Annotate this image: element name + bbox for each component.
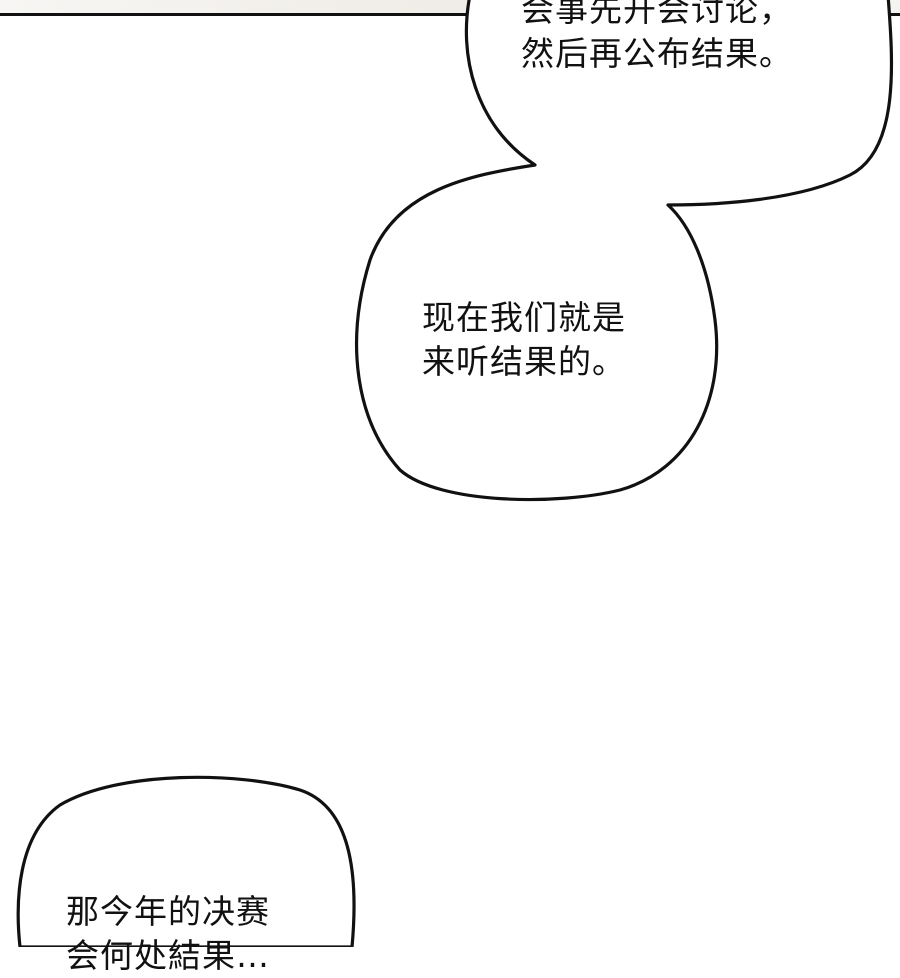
speech-line: 然后再公布结果。 xyxy=(521,34,793,73)
speech-bubbles-layer xyxy=(16,0,894,947)
speech-bubble-2-text: 现在我们就是 来听结果的。 xyxy=(422,296,626,384)
speech-bubble-1-text: 会事先开会讨论， 然后再公布结果。 xyxy=(521,0,793,76)
speech-line: 现在我们就是 xyxy=(422,298,626,337)
speech-line: 会事先开会讨论， xyxy=(521,0,793,29)
speech-line: 会何处結果… xyxy=(66,936,270,975)
speech-bubble-3-text: 那今年的决赛 会何处結果… xyxy=(66,890,270,978)
speech-bubble-3 xyxy=(16,775,356,947)
speech-line: 来听结果的。 xyxy=(422,342,626,381)
speech-line: 那今年的决赛 xyxy=(66,892,270,931)
speech-bubble-1 xyxy=(355,0,894,502)
